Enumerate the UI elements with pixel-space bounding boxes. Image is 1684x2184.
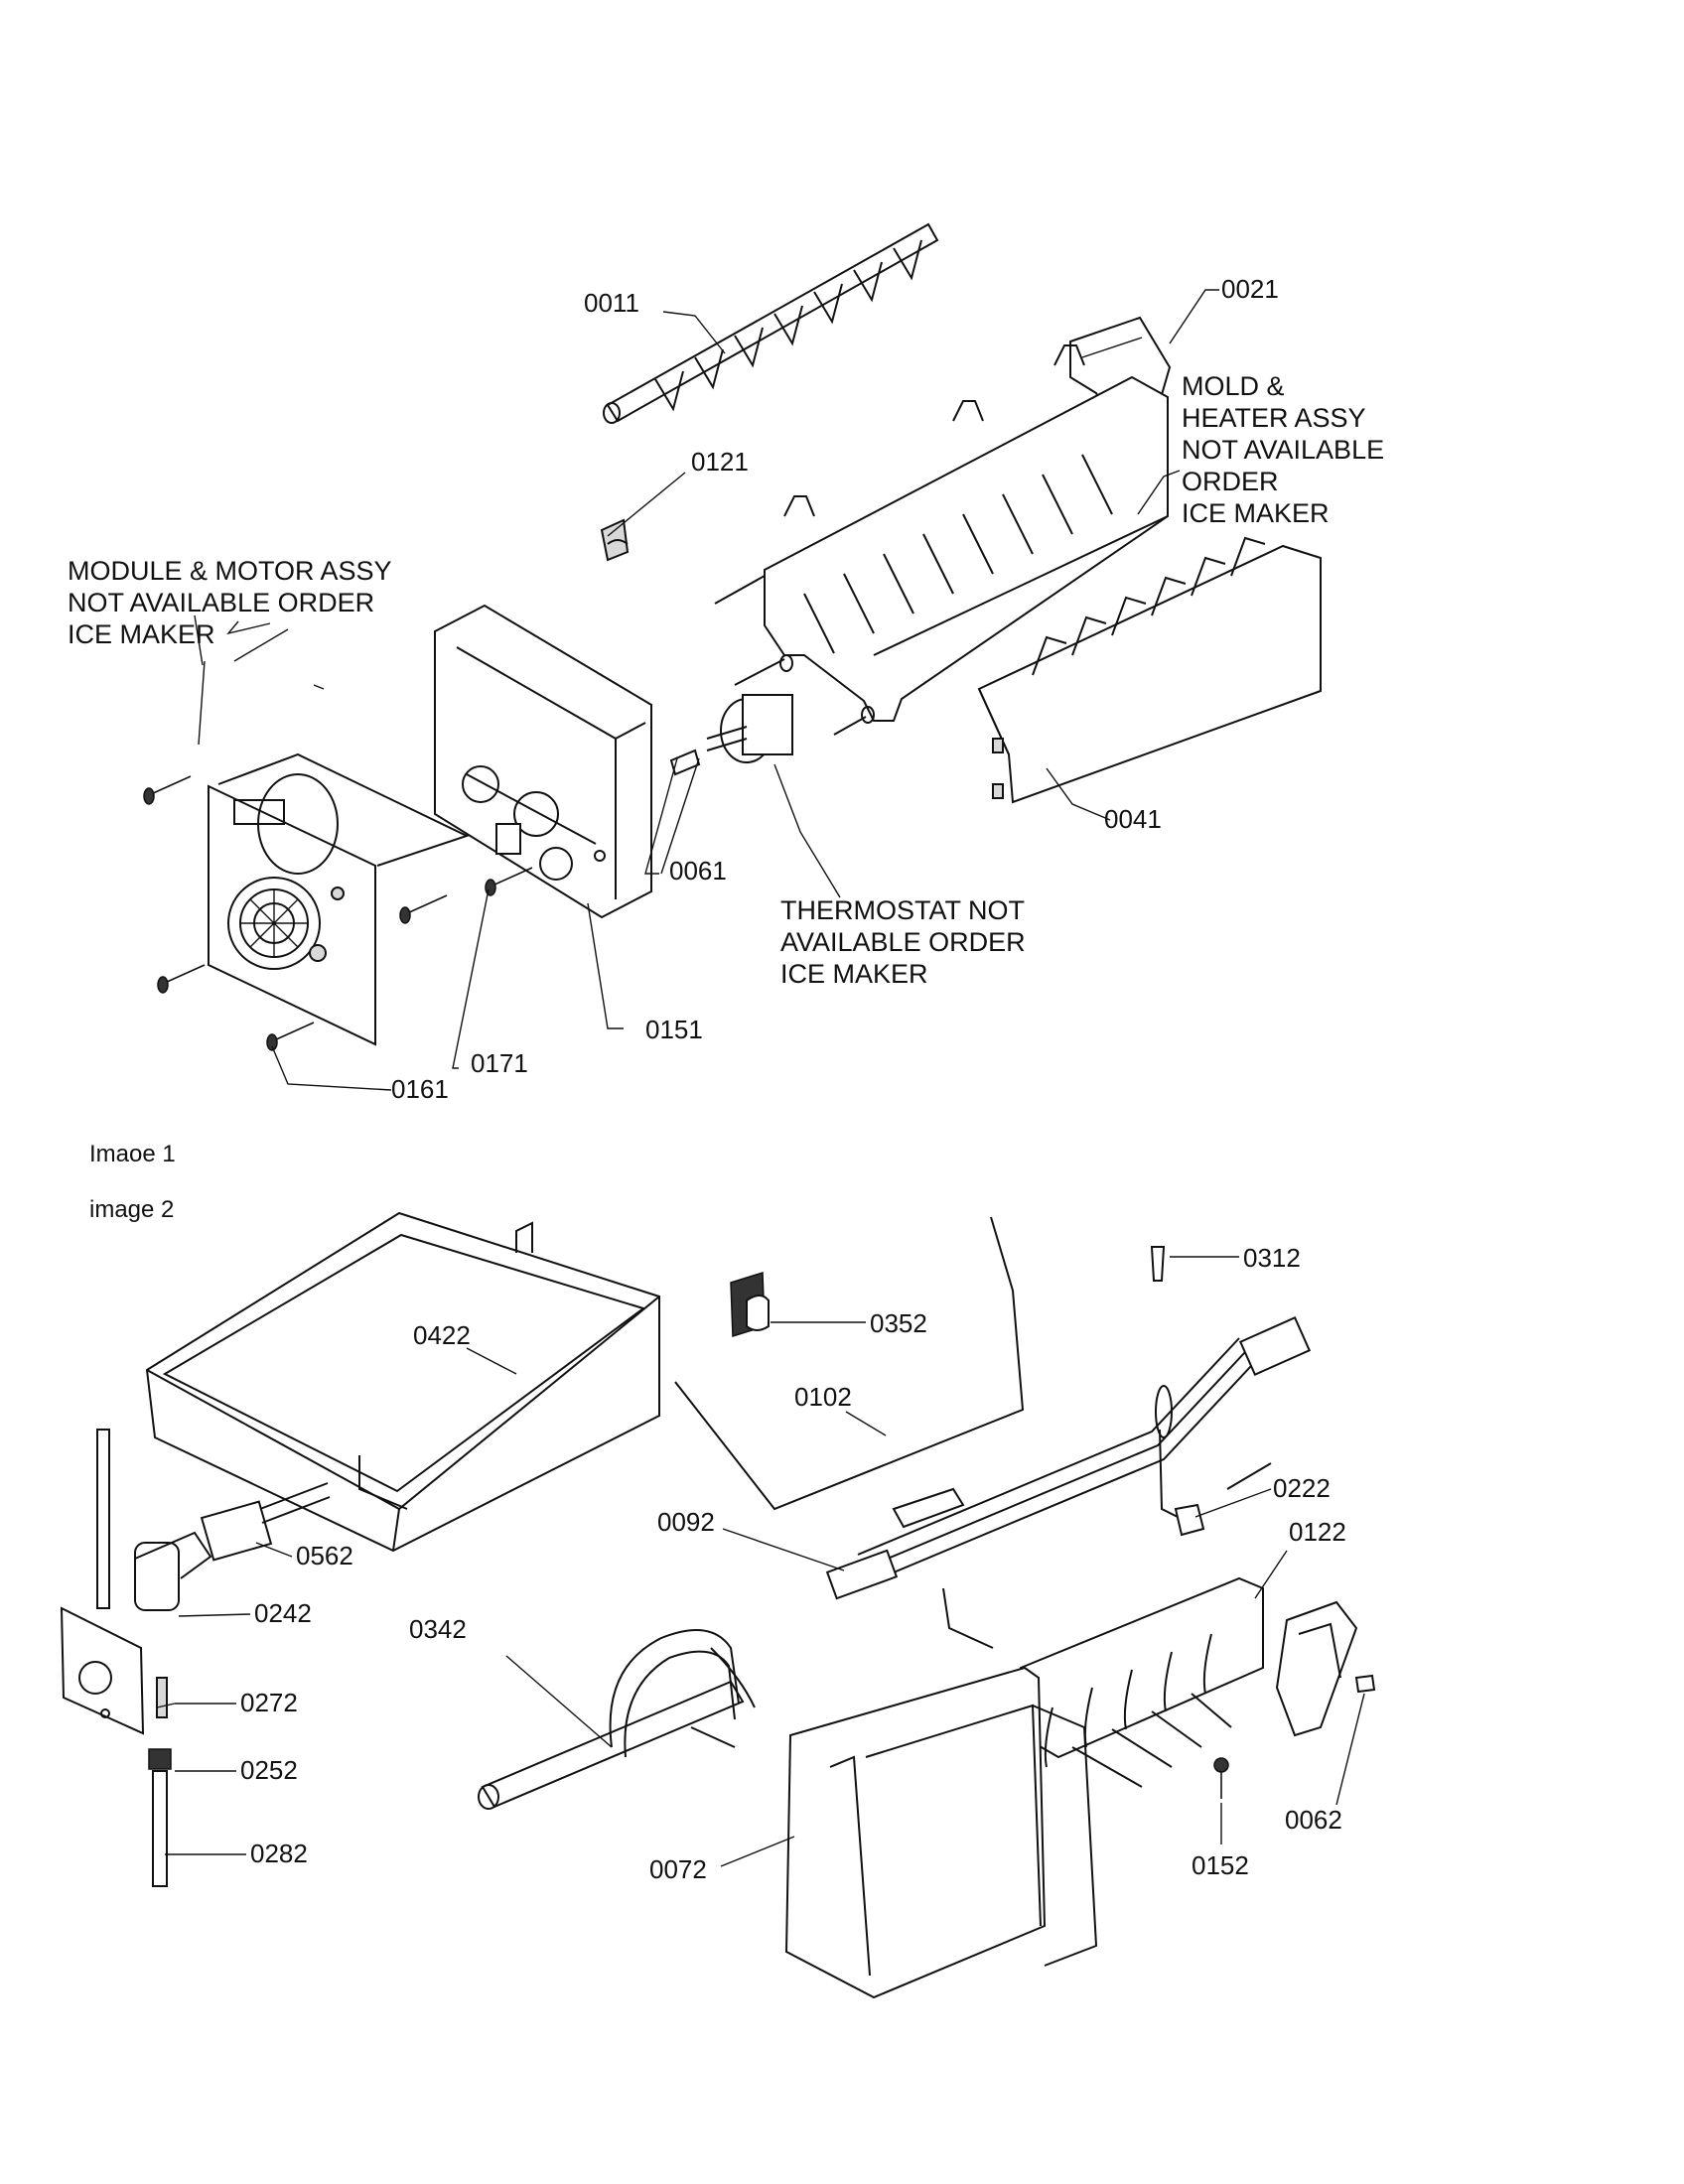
thermostat-assy [669, 654, 875, 776]
note-line: AVAILABLE ORDER [780, 927, 1026, 957]
callout-0062: 0062 [1285, 1805, 1342, 1835]
callout-0272: 0272 [240, 1688, 298, 1717]
cover-0041 [977, 536, 1322, 804]
note-line: HEATER ASSY [1182, 403, 1366, 433]
callout-0312: 0312 [1243, 1243, 1301, 1273]
callout-0152: 0152 [1192, 1850, 1249, 1880]
note-line: NOT AVAILABLE [1182, 435, 1384, 465]
callout-0072: 0072 [649, 1854, 707, 1884]
mold-heater-assy [714, 344, 1169, 722]
note-line: ICE MAKER [780, 959, 928, 989]
wire-nut-0312 [1150, 1246, 1166, 1282]
callout-0242: 0242 [254, 1598, 312, 1628]
callout-0121: 0121 [691, 447, 749, 477]
callout-0282: 0282 [250, 1839, 308, 1868]
note-thermostat: THERMOSTAT NOT AVAILABLE ORDER ICE MAKER [780, 895, 1026, 989]
leader-lines-image-1 [194, 289, 1219, 1091]
module-motor-assy [208, 752, 470, 1046]
note-module-motor: MODULE & MOTOR ASSY NOT AVAILABLE ORDER … [68, 556, 392, 649]
callout-0222: 0222 [1273, 1473, 1331, 1503]
note-line: ORDER [1182, 467, 1279, 496]
callout-0092: 0092 [657, 1507, 715, 1537]
callout-0021: 0021 [1221, 274, 1279, 304]
callout-0011: 0011 [584, 288, 639, 318]
fill-tube-wire-0102 [674, 1216, 1025, 1511]
note-mold-heater: MOLD & HEATER ASSY NOT AVAILABLE ORDER I… [1182, 371, 1384, 528]
callout-0122: 0122 [1289, 1517, 1346, 1547]
leader-lines-image-2 [165, 1256, 1365, 1867]
image-1-label: Imaoe 1 [89, 1141, 176, 1167]
note-line: ICE MAKER [1182, 498, 1330, 528]
note-line: ICE MAKER [68, 619, 215, 649]
clip-0352 [730, 1271, 770, 1338]
screws-0062-0152 [1213, 1674, 1376, 1799]
ejector-shaft-0011 [603, 222, 939, 424]
note-line: MODULE & MOTOR ASSY [68, 556, 392, 586]
ice-maker-0122 [1020, 1576, 1358, 1788]
callout-0422: 0422 [413, 1320, 471, 1350]
image-2-exploded-view: 0312 0352 0422 0102 0222 0122 0092 0562 … [60, 1211, 1376, 1999]
water-valve-assy [60, 1429, 331, 1887]
callout-0562: 0562 [296, 1541, 353, 1570]
housing-0151 [434, 604, 652, 919]
fill-tube-0342 [478, 1629, 756, 1810]
image-1-exploded-view: 0011 0021 0121 0041 0061 0151 0171 0161 … [68, 222, 1384, 1104]
callout-0061: 0061 [669, 856, 727, 886]
front-cover-0072 [784, 1666, 1098, 1999]
note-line: NOT AVAILABLE ORDER [68, 588, 374, 617]
callout-0102: 0102 [794, 1382, 852, 1412]
wire-harness-0092 [825, 1316, 1312, 1649]
callout-0252: 0252 [240, 1755, 298, 1785]
callout-0342: 0342 [409, 1614, 467, 1644]
clip-0222 [1174, 1462, 1272, 1537]
callout-0171: 0171 [471, 1048, 528, 1078]
note-line: THERMOSTAT NOT [780, 895, 1025, 925]
note-line: MOLD & [1182, 371, 1285, 401]
ice-bin-0422 [145, 1211, 660, 1553]
callout-0352: 0352 [870, 1308, 927, 1338]
callout-0041: 0041 [1104, 804, 1162, 834]
callout-0161: 0161 [391, 1074, 449, 1104]
image-2-label: image 2 [89, 1196, 174, 1223]
clip-0121 [600, 518, 630, 562]
callout-0151: 0151 [645, 1015, 703, 1044]
